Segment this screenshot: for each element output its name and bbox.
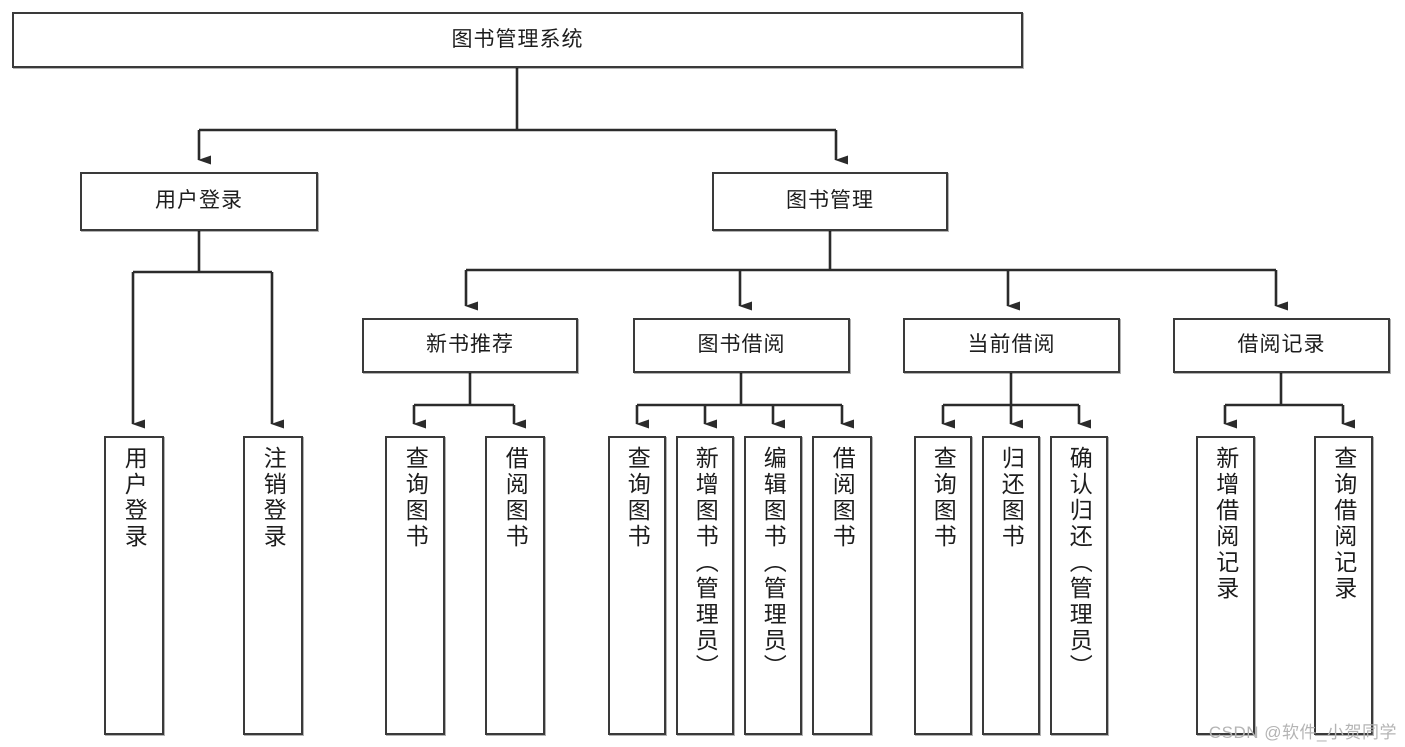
leaf-borrow-borrow-book[interactable]: 借阅图书 [812, 436, 872, 735]
node-label: 新增图书（管理员） [692, 446, 719, 680]
watermark: CSDN @软件_小贺同学 [1208, 723, 1397, 742]
leaf-borrow-edit-book-admin[interactable]: 编辑图书（管理员） [744, 436, 802, 735]
node-label: 注销登录 [260, 446, 287, 550]
node-label: 确认归还（管理员） [1066, 446, 1093, 680]
leaf-borrow-query-book[interactable]: 查询图书 [608, 436, 666, 735]
node-label: 新增借阅记录 [1212, 446, 1239, 602]
node-user-login[interactable]: 用户登录 [80, 172, 318, 231]
node-label: 查询图书 [930, 446, 957, 550]
node-label: 借阅图书 [829, 446, 856, 550]
node-label: 新书推荐 [426, 333, 514, 357]
node-book-management[interactable]: 图书管理 [712, 172, 948, 231]
leaf-user-login-login[interactable]: 用户登录 [104, 436, 164, 735]
node-current-borrow[interactable]: 当前借阅 [903, 318, 1120, 373]
node-label: 查询图书 [402, 446, 429, 550]
node-label: 查询图书 [624, 446, 651, 550]
leaf-recommend-borrow-book[interactable]: 借阅图书 [485, 436, 545, 735]
node-label: 图书管理系统 [451, 27, 584, 51]
node-label: 图书管理 [786, 189, 874, 213]
node-label: 用户登录 [155, 189, 243, 213]
leaf-recommend-query-book[interactable]: 查询图书 [385, 436, 445, 735]
leaf-record-query-record[interactable]: 查询借阅记录 [1314, 436, 1373, 735]
node-label: 归还图书 [998, 446, 1025, 550]
leaf-current-query-book[interactable]: 查询图书 [914, 436, 972, 735]
leaf-record-add-record[interactable]: 新增借阅记录 [1196, 436, 1255, 735]
leaf-borrow-add-book-admin[interactable]: 新增图书（管理员） [676, 436, 734, 735]
node-label: 查询借阅记录 [1330, 446, 1357, 602]
leaf-current-return-book[interactable]: 归还图书 [982, 436, 1040, 735]
leaf-current-confirm-return-admin[interactable]: 确认归还（管理员） [1050, 436, 1108, 735]
node-label: 借阅记录 [1237, 333, 1326, 357]
node-label: 当前借阅 [967, 333, 1056, 357]
node-label: 编辑图书（管理员） [760, 446, 787, 680]
node-label: 图书借阅 [697, 333, 786, 357]
node-label: 借阅图书 [502, 446, 529, 550]
node-borrow-record[interactable]: 借阅记录 [1173, 318, 1390, 373]
node-label: 用户登录 [121, 446, 148, 550]
leaf-user-login-logout[interactable]: 注销登录 [243, 436, 303, 735]
node-new-book-recommend[interactable]: 新书推荐 [362, 318, 578, 373]
node-root-system[interactable]: 图书管理系统 [12, 12, 1023, 68]
node-book-borrow[interactable]: 图书借阅 [633, 318, 850, 373]
